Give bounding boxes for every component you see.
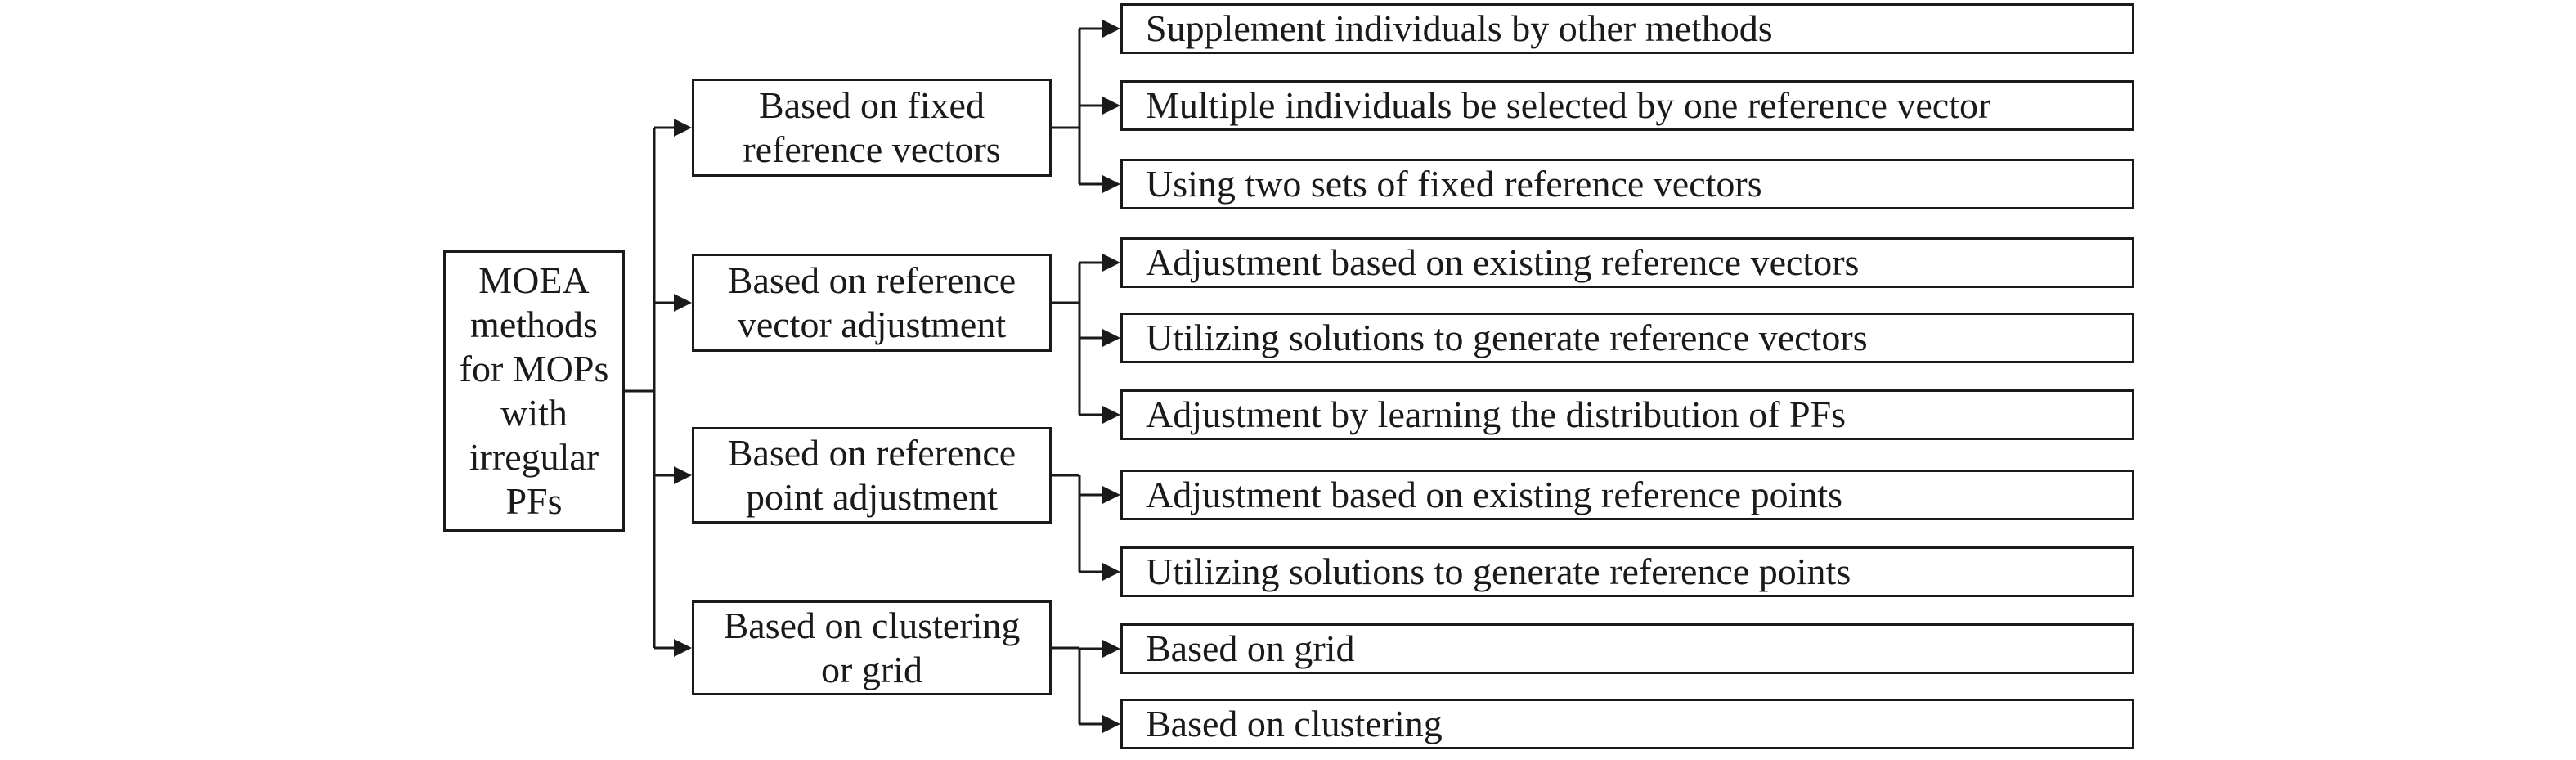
category-to-method-arrow-head — [1102, 486, 1120, 504]
category-label: Based on reference vector adjustment — [727, 259, 1016, 345]
category-to-method-arrow-head — [1102, 563, 1120, 581]
method-label: Adjustment based on existing reference v… — [1146, 241, 1860, 283]
method-box: Multiple individuals be selected by one … — [1120, 80, 2134, 131]
category-box-reference-point-adjustment: Based on reference point adjustment — [692, 427, 1052, 524]
category-label: Based on reference point adjustment — [727, 432, 1016, 518]
method-box: Adjustment based on existing reference v… — [1120, 237, 2134, 288]
method-box: Utilizing solutions to generate referenc… — [1120, 546, 2134, 597]
method-label: Using two sets of fixed reference vector… — [1146, 163, 1762, 205]
category-to-method-arrow-head — [1102, 254, 1120, 272]
category-to-method-arrow-head — [1102, 175, 1120, 193]
category-to-method-arrow-head — [1102, 329, 1120, 347]
method-box: Using two sets of fixed reference vector… — [1120, 159, 2134, 209]
method-label: Multiple individuals be selected by one … — [1146, 84, 1991, 126]
category-label: Based on clustering or grid — [723, 605, 1021, 690]
root-to-category-arrow-head — [674, 294, 692, 312]
category-box-fixed-reference-vectors: Based on fixed reference vectors — [692, 79, 1052, 177]
method-label: Based on grid — [1146, 627, 1355, 669]
method-label: Adjustment based on existing reference p… — [1146, 474, 1843, 515]
method-box: Supplement individuals by other methods — [1120, 3, 2134, 54]
category-box-reference-vector-adjustment: Based on reference vector adjustment — [692, 254, 1052, 352]
method-box: Based on clustering — [1120, 699, 2134, 749]
method-label: Adjustment by learning the distribution … — [1146, 393, 1847, 435]
category-to-method-arrow-head — [1102, 406, 1120, 424]
category-to-method-arrow-head — [1102, 97, 1120, 115]
category-label: Based on fixed reference vectors — [743, 84, 1001, 170]
method-label: Utilizing solutions to generate referenc… — [1146, 551, 1851, 592]
category-to-method-arrow-head — [1102, 20, 1120, 38]
root-to-category-arrow-head — [674, 639, 692, 657]
category-box-clustering-or-grid: Based on clustering or grid — [692, 600, 1052, 695]
method-label: Utilizing solutions to generate referenc… — [1146, 317, 1868, 358]
category-to-method-arrow-head — [1102, 640, 1120, 658]
method-label: Based on clustering — [1146, 703, 1443, 744]
root-to-category-arrow-head — [674, 119, 692, 137]
root-label: MOEA methods for MOPs with irregular PFs — [459, 259, 609, 522]
category-to-method-arrow-head — [1102, 715, 1120, 733]
method-box: Utilizing solutions to generate referenc… — [1120, 313, 2134, 363]
root-to-category-arrow-head — [674, 466, 692, 484]
method-box: Adjustment by learning the distribution … — [1120, 389, 2134, 440]
method-box: Adjustment based on existing reference p… — [1120, 470, 2134, 520]
method-box: Based on grid — [1120, 623, 2134, 674]
method-label: Supplement individuals by other methods — [1146, 7, 1773, 49]
root-box: MOEA methods for MOPs with irregular PFs — [443, 250, 625, 532]
